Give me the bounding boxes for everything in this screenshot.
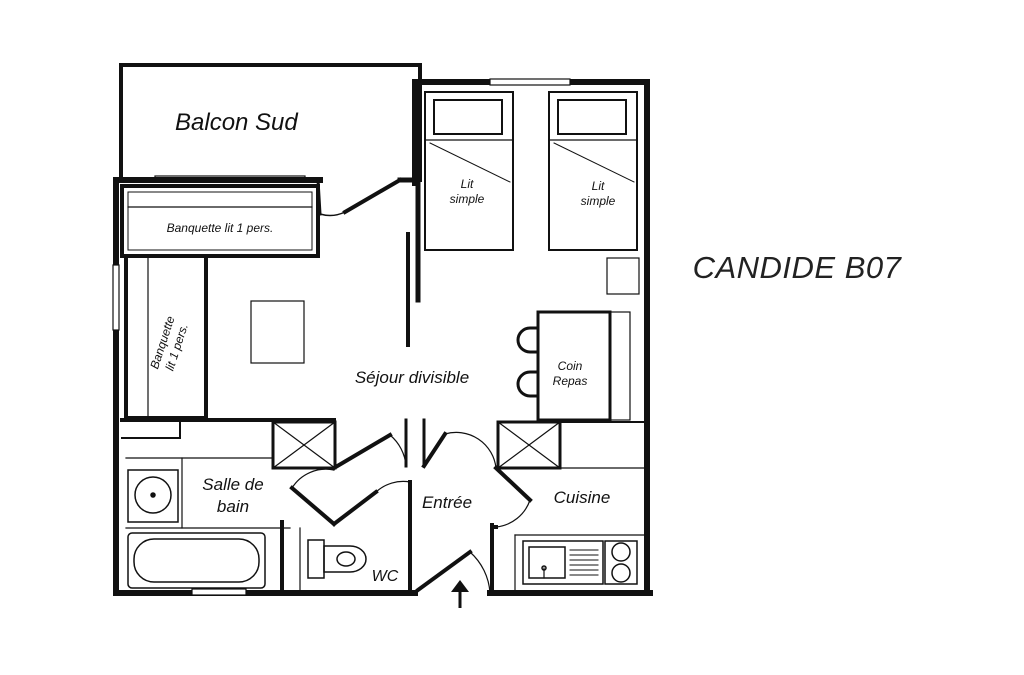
entry-arrow-icon [451,580,469,608]
dining-label-line1: Coin [558,359,583,373]
cooktop [604,540,638,585]
hall-doors [289,431,533,594]
room-label-living: Séjour divisible [355,368,469,387]
toilet [307,539,367,579]
bed-left-label-line2: simple [450,192,485,206]
kitchen-sink [522,540,604,585]
room-label-bathroom-line1: Salle de [202,475,263,494]
plan-title: CANDIDE B07 [693,250,903,285]
bed-left [424,91,514,251]
dining-table [516,310,631,422]
bathtub [127,532,266,589]
room-label-kitchen: Cuisine [554,488,611,507]
windows [112,78,571,596]
dining-label-line2: Repas [553,374,588,388]
bed-right-label-line2: simple [581,194,616,208]
bed-left-label-line1: Lit [461,177,474,191]
washbasin [127,469,179,523]
sofa-bed-left [124,254,208,420]
bed-right [548,91,638,251]
bed-right-label-line1: Lit [592,179,605,193]
balcony-door [316,177,418,217]
room-label-balcony: Balcon Sud [175,109,298,136]
coffee-table [250,300,305,364]
cabinet [606,257,640,295]
interior-walls [120,89,646,592]
room-label-entrance: Entrée [422,493,472,512]
room-label-wc: WC [372,568,399,585]
sofa-bed-top [120,184,320,258]
sofa-bed-top-label: Banquette lit 1 pers. [167,221,274,235]
room-label-bathroom-line2: bain [217,497,249,516]
exterior-walls [113,79,653,596]
